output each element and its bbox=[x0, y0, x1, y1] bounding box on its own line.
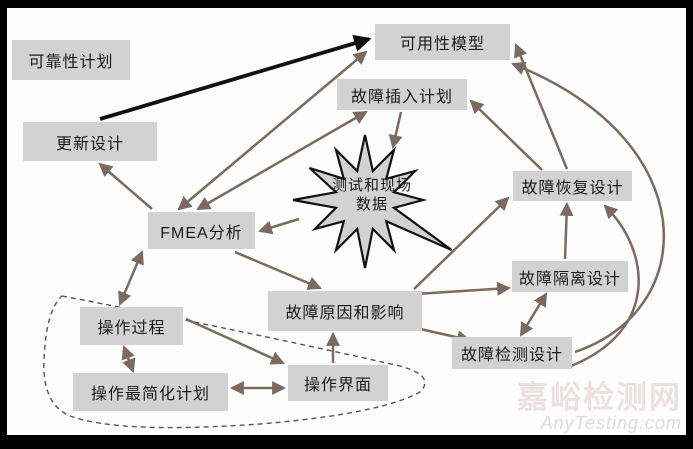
watermark-chinese: 嘉峪检测网 bbox=[517, 379, 682, 415]
arrow-fault_isolation_design-to-fault_recovery_design bbox=[559, 201, 574, 260]
node-fault-causes-effects-label: 故障原因和影响 bbox=[285, 305, 405, 322]
node-fault-isolation-design-label: 故障隔离设计 bbox=[518, 270, 621, 288]
arrow-updated_design-to-availability_model bbox=[99, 34, 372, 121]
node-operation-interface-label: 操作界面 bbox=[303, 377, 372, 394]
arrow-fmea_analysis-to-fault_insertion_plan bbox=[196, 110, 368, 211]
arrow-fault_detection_design-to-fault_recovery_design bbox=[570, 204, 640, 368]
arrow-fault_recovery_design-to-fault_insertion_plan bbox=[469, 99, 543, 171]
node-reliability-plan-label: 可靠性计划 bbox=[28, 54, 114, 71]
node-fault-recovery-design-label: 故障恢复设计 bbox=[521, 180, 624, 197]
node-fault-isolation-design: 故障隔离设计 bbox=[512, 261, 628, 292]
node-fmea-analysis: FMEA分析 bbox=[148, 212, 255, 249]
diagram-canvas: 嘉峪检测网 AnyTesting.com 可靠性计划 更新设计 可用性模型 bbox=[7, 8, 686, 435]
arrow-fault_detection_design-to-availability_model bbox=[511, 61, 665, 354]
arrow-fault_causes_effects-to-fault_isolation_design bbox=[415, 281, 512, 296]
node-fault-insertion-plan-label: 故障插入计划 bbox=[350, 88, 453, 106]
arrow-fault_isolation_design-to-fault_detection_design bbox=[519, 292, 548, 337]
node-reliability-plan: 可靠性计划 bbox=[12, 40, 130, 80]
node-fault-insertion-plan: 故障插入计划 bbox=[337, 79, 467, 110]
node-availability-model-label: 可用性模型 bbox=[399, 36, 485, 53]
arrow-operation_process-to-operation_simplification_plan bbox=[121, 345, 136, 373]
test-field-data-line2: 数据 bbox=[355, 196, 388, 213]
arrow-fmea_analysis-to-operation_process bbox=[118, 250, 144, 306]
arrow-fault_causes_effects-to-fault_recovery_design bbox=[413, 196, 510, 290]
arrow-operation_process-to-operation_interface bbox=[185, 317, 285, 365]
node-operation-process-label: 操作过程 bbox=[97, 320, 166, 337]
watermark: 嘉峪检测网 AnyTesting.com bbox=[517, 379, 682, 434]
arrow-fault_recovery_design-to-availability_model bbox=[514, 43, 569, 170]
node-updated-design-label: 更新设计 bbox=[55, 135, 124, 153]
test-field-data-line1: 测试和现场 bbox=[331, 177, 412, 194]
arrow-test_field_data-to-fmea_analysis bbox=[257, 217, 300, 235]
node-fault-causes-effects: 故障原因和影响 bbox=[268, 291, 422, 331]
arrow-fmea_analysis-to-fault_causes_effects bbox=[234, 250, 322, 290]
node-availability-model: 可用性模型 bbox=[375, 24, 510, 60]
node-operation-simplification-plan-label: 操作最简化计划 bbox=[90, 386, 210, 403]
arrow-fmea_analysis-to-updated_design bbox=[98, 162, 153, 210]
node-operation-process: 操作过程 bbox=[80, 307, 183, 345]
node-test-field-data-label: 测试和现场 数据 bbox=[312, 176, 432, 214]
node-fmea-analysis-label: FMEA分析 bbox=[160, 224, 243, 242]
node-operation-interface: 操作界面 bbox=[288, 365, 388, 401]
node-fault-detection-design-label: 故障检测设计 bbox=[460, 347, 563, 364]
node-operation-simplification-plan: 操作最简化计划 bbox=[73, 373, 228, 411]
node-fault-detection-design: 故障检测设计 bbox=[452, 337, 572, 369]
watermark-url: AnyTesting.com bbox=[540, 413, 682, 434]
arrow-fault_insertion_plan-to-test_field_data bbox=[388, 111, 403, 150]
node-updated-design: 更新设计 bbox=[23, 122, 157, 161]
node-fault-recovery-design: 故障恢复设计 bbox=[513, 171, 632, 201]
